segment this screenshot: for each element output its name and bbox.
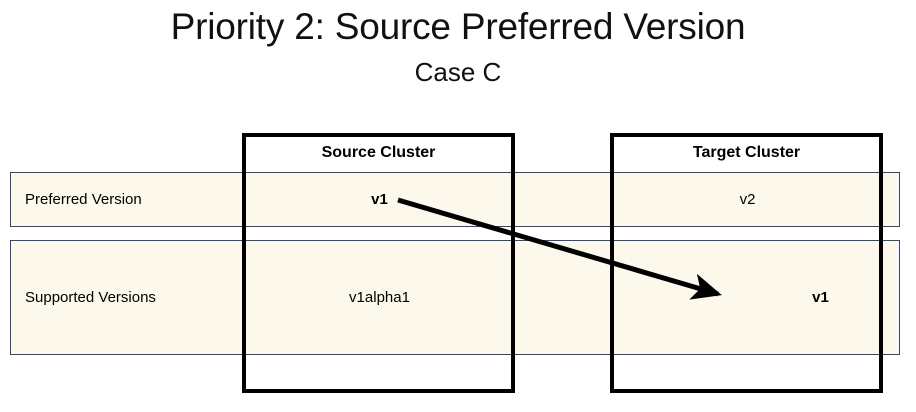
cell-source-supported-versions: v1alpha1 — [349, 289, 410, 306]
cell-target-preferred-version: v2 — [739, 191, 756, 208]
source-cluster-title: Source Cluster — [321, 144, 436, 161]
row-label-preferred-version: Preferred Version — [25, 191, 142, 208]
cell-source-preferred-version: v1 — [371, 191, 388, 208]
target-cluster-box — [610, 133, 883, 393]
source-cluster-box — [242, 133, 515, 393]
target-cluster-title: Target Cluster — [692, 144, 801, 161]
row-label-supported-versions: Supported Versions — [25, 289, 156, 306]
page-title: Priority 2: Source Preferred Version — [170, 6, 746, 47]
page-subtitle: Case C — [414, 57, 502, 87]
cell-target-supported-versions: v1 — [812, 289, 829, 306]
